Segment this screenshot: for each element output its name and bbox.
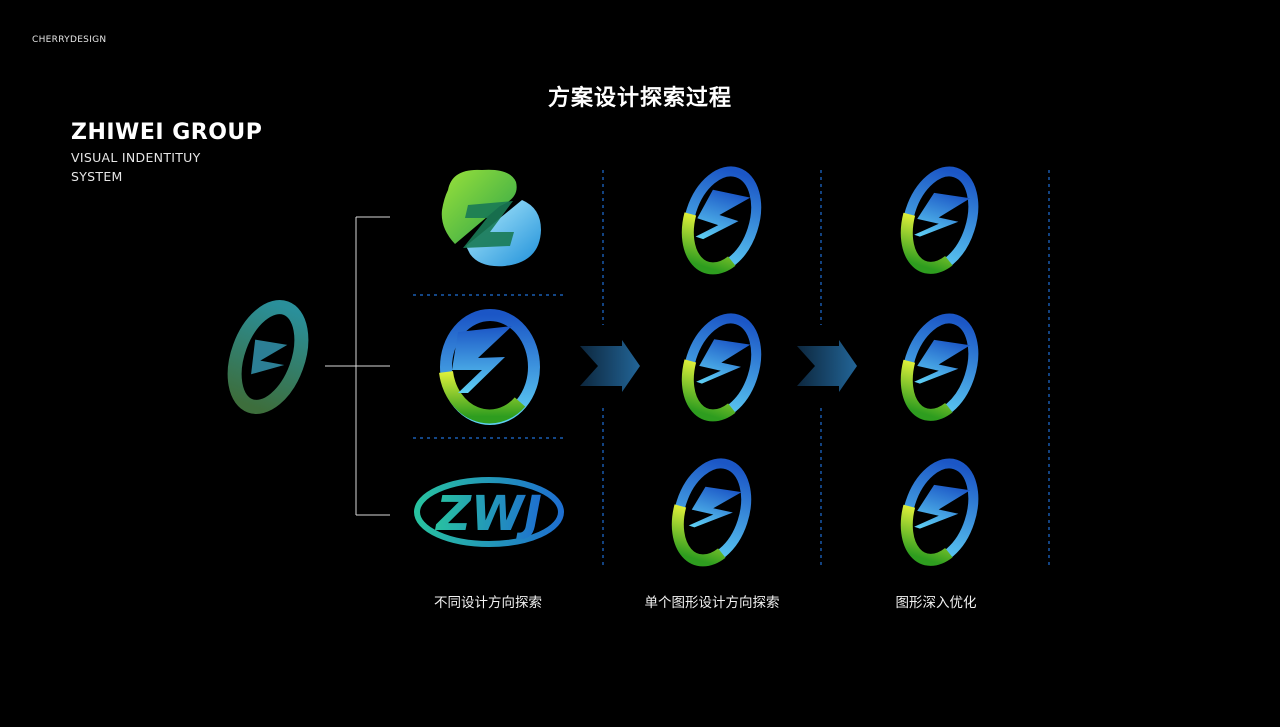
column-caption: 不同设计方向探索	[434, 595, 542, 611]
brand-label: CHERRYDESIGN	[32, 35, 107, 45]
zwj-wordmark-icon: ZWJ	[414, 477, 564, 547]
bracket-connector	[325, 216, 390, 516]
circle-bolt-logo-icon	[439, 309, 540, 425]
column-caption: 图形深入优化	[895, 595, 977, 611]
zwj-wordmark-text: ZWJ	[434, 486, 542, 542]
page-title: 方案设计探索过程	[547, 86, 732, 111]
variant-logo-icon	[681, 166, 762, 275]
subtitle-line-1: VISUAL INDENTITUY	[71, 150, 201, 165]
final-logo-icon	[900, 458, 979, 566]
subtitle-line-2: SYSTEM	[71, 169, 123, 184]
arrow-right-icon	[797, 340, 857, 392]
variant-logo-icon	[671, 458, 752, 567]
company-name: ZHIWEI GROUP	[71, 120, 263, 145]
arrow-right-icon	[580, 340, 640, 392]
column-caption: 单个图形设计方向探索	[644, 595, 780, 611]
variant-logo-icon	[681, 313, 762, 422]
final-logo-icon	[900, 166, 979, 274]
final-logo-icon	[900, 313, 979, 421]
blob-z-logo-icon	[441, 169, 541, 267]
source-logo-icon	[227, 300, 309, 414]
